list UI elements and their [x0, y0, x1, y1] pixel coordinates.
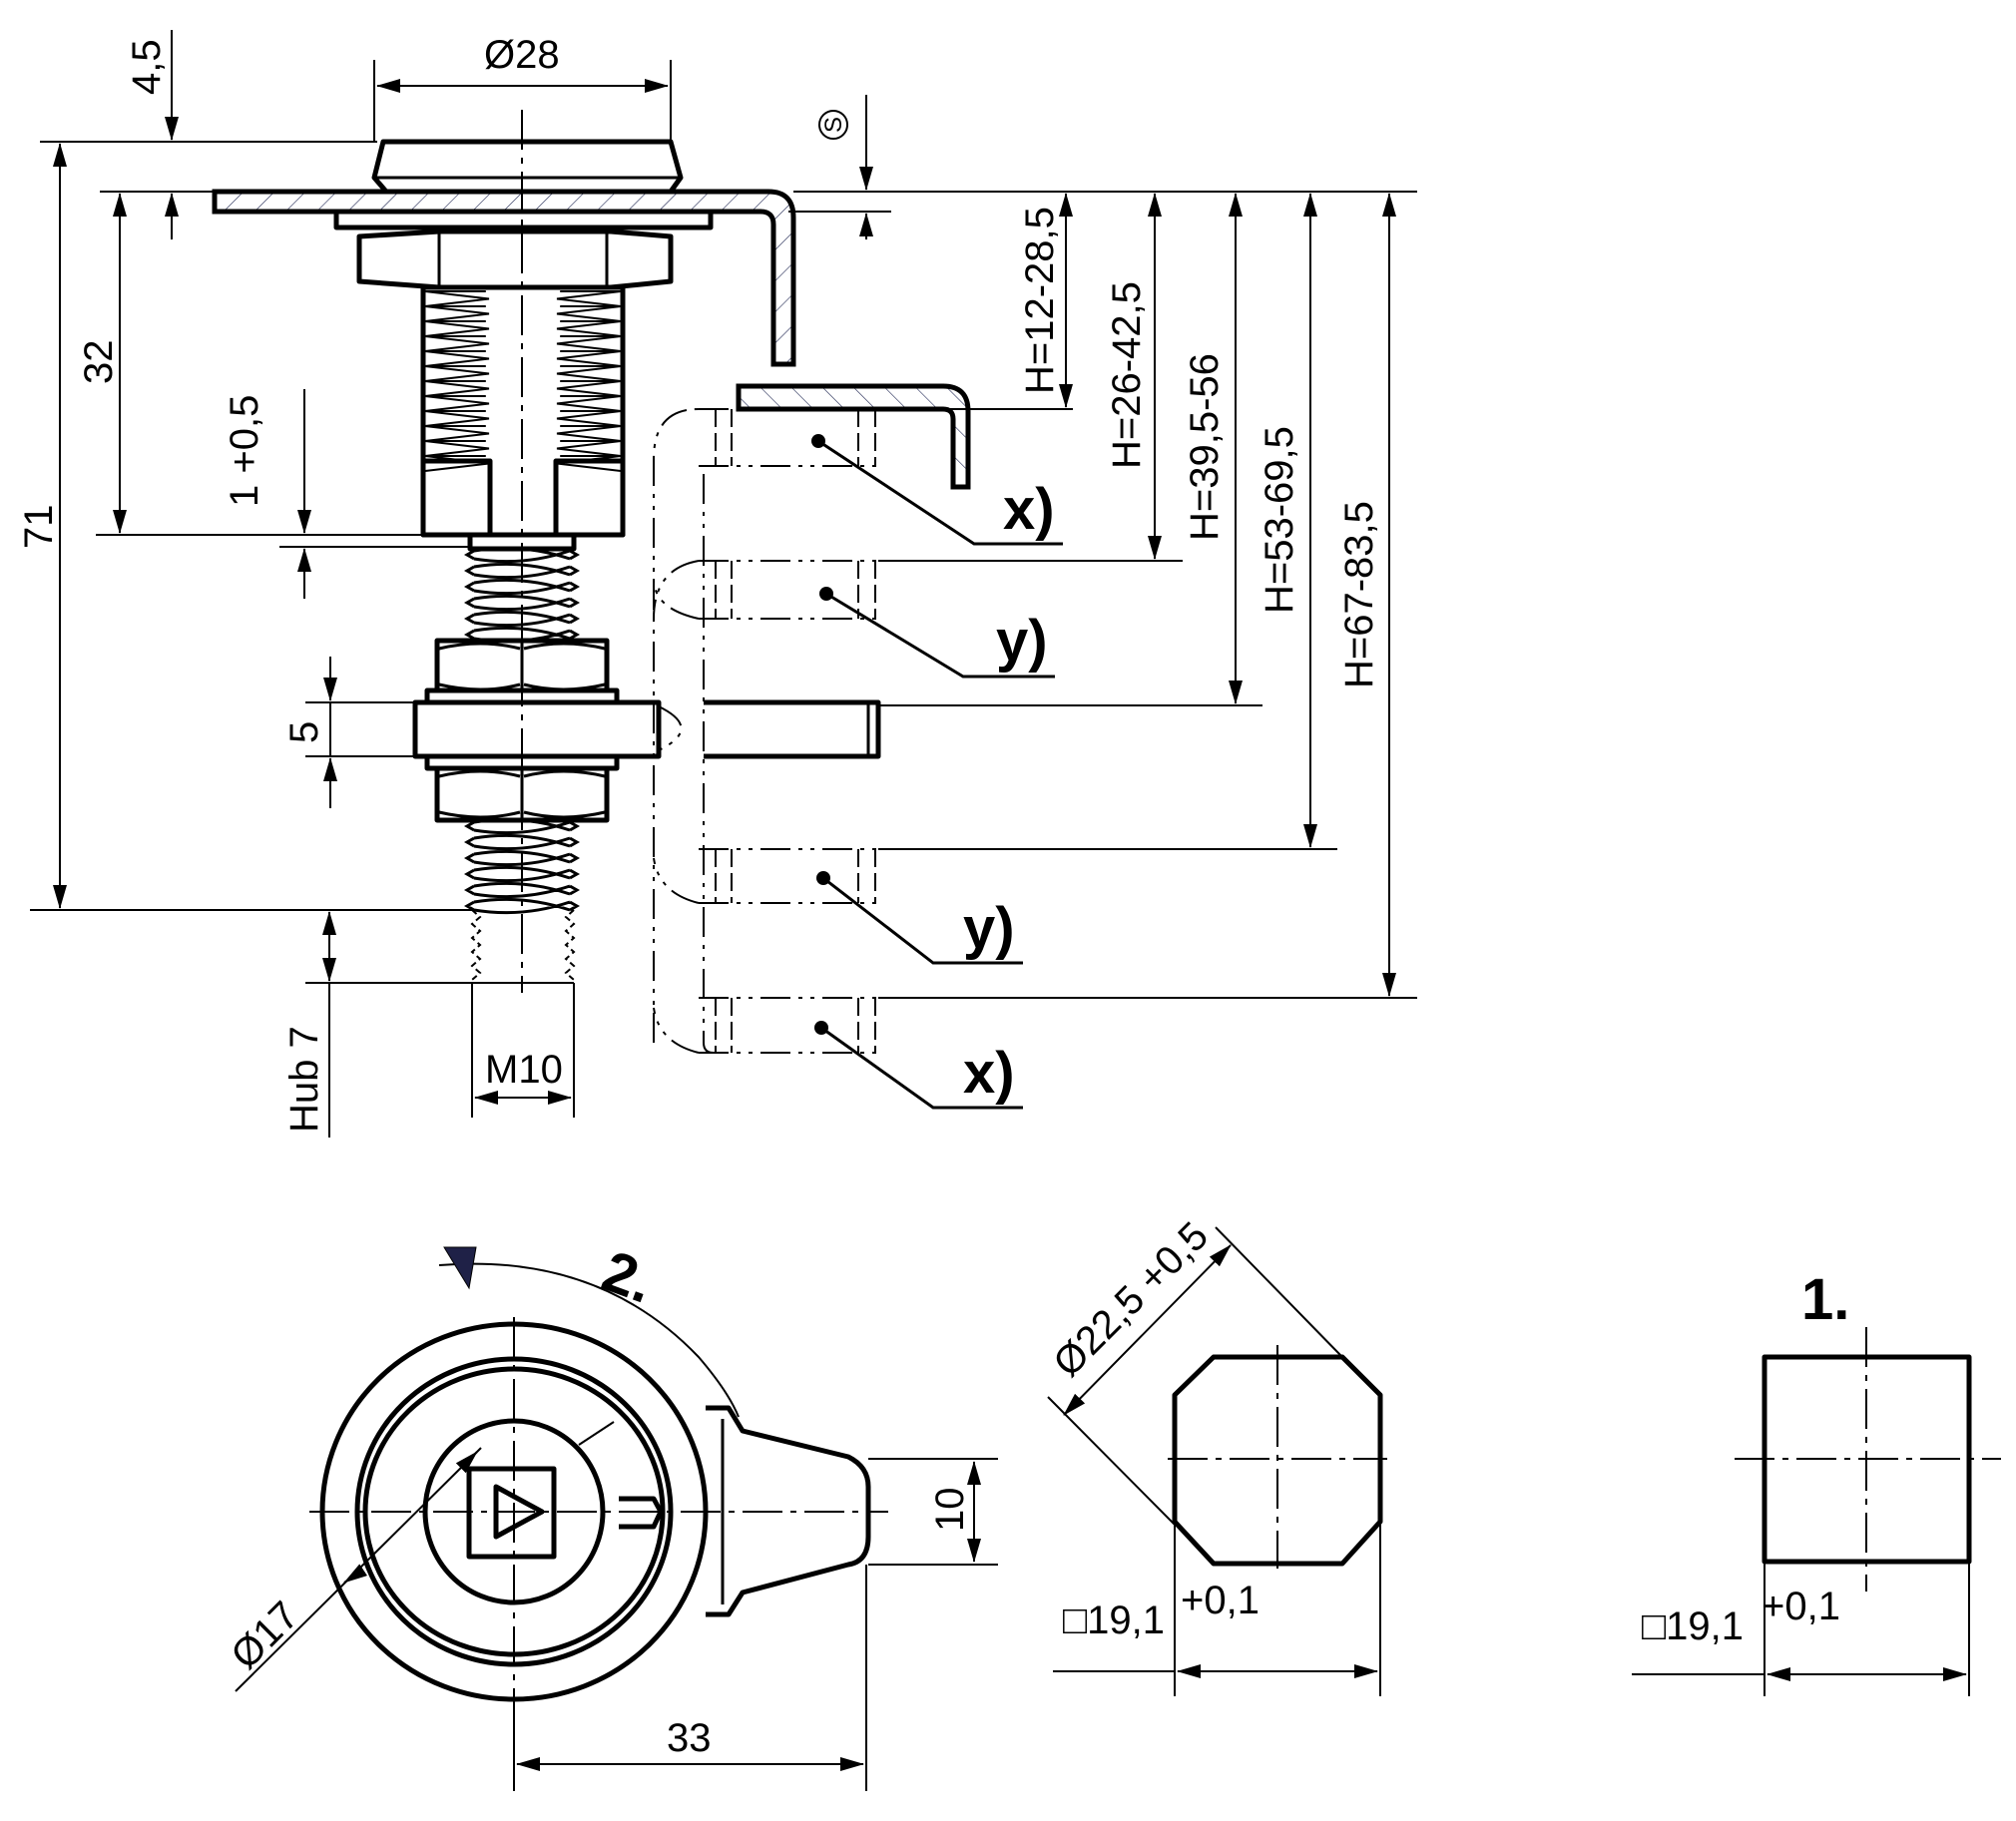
dim-overall-length: 71	[17, 143, 472, 911]
dim-thread: M10	[471, 983, 575, 1118]
dim-diagonal: Ø22,5 +0,5	[1045, 1214, 1343, 1526]
svg-text:33: 33	[667, 1716, 712, 1760]
callout-label: x)	[963, 1041, 1015, 1106]
callout-x-upper: x)	[811, 434, 1063, 546]
square-view: 1. □19,1 +0,1	[1632, 1267, 2001, 1696]
rotation-arrow-icon	[438, 1246, 740, 1418]
dim-square: □19,1 +0,1	[1632, 1562, 1970, 1696]
dim-gap: 1 +0,5	[223, 389, 470, 599]
phantom-cam-positions	[653, 408, 878, 1054]
callout-y-lower: y)	[816, 871, 1023, 965]
dim-head-diameter: Ø28	[373, 33, 672, 142]
thread-line	[556, 290, 622, 472]
svg-text:H=53-69,5: H=53-69,5	[1258, 426, 1301, 614]
svg-text:□19,1: □19,1	[1063, 1598, 1165, 1642]
callout-label: y)	[996, 609, 1048, 674]
front-view: 2. Ø17 10	[223, 1238, 998, 1791]
dim-cutout-square: □19,1 +0,1	[1053, 1522, 1381, 1696]
triangle-icon	[493, 1484, 545, 1540]
svg-text:4,5: 4,5	[125, 39, 169, 95]
hex-nut-lower	[434, 765, 610, 823]
svg-text:10: 10	[928, 1488, 972, 1533]
step-label-2: 2.	[595, 1238, 663, 1316]
svg-text:Ø28: Ø28	[484, 33, 560, 77]
svg-text:+0,1: +0,1	[1181, 1579, 1260, 1622]
svg-text:1 +0,5: 1 +0,5	[223, 395, 266, 507]
dim-sheet-thickness: S	[788, 95, 891, 239]
panel-sheet	[212, 189, 796, 367]
callout-y-upper: y)	[819, 587, 1055, 679]
svg-text:71: 71	[17, 505, 61, 550]
svg-text:Hub 7: Hub 7	[282, 1026, 326, 1133]
cutout-view: Ø22,5 +0,5 □19,1 +0,1	[1045, 1214, 1387, 1696]
svg-text:+0,1: +0,1	[1762, 1585, 1840, 1628]
svg-text:M10: M10	[485, 1048, 563, 1092]
key-square	[466, 1466, 557, 1560]
svg-text:H=67-83,5: H=67-83,5	[1337, 501, 1381, 688]
thread-line	[424, 290, 490, 472]
outer-flange	[319, 1321, 709, 1702]
handle-wing	[706, 1405, 871, 1617]
washer	[333, 209, 714, 230]
callout-label: x)	[1003, 477, 1055, 542]
cutout-outline	[1172, 1354, 1383, 1567]
lock-head	[371, 139, 684, 194]
strike-bracket	[736, 383, 971, 490]
dim-height-ranges: H=12-28,5 H=26-42,5 H=39,5-56 H=53-69,5 …	[878, 193, 1417, 999]
step-label-1: 1.	[1801, 1267, 1849, 1332]
side-view: x) y) y) x) Ø28	[17, 30, 1417, 1138]
svg-text:Ø17: Ø17	[223, 1593, 307, 1678]
svg-text:32: 32	[77, 340, 121, 385]
hex-nut-large	[356, 228, 674, 290]
hex-nut-upper	[434, 638, 610, 693]
dim-cam-width: 10	[868, 1458, 998, 1566]
svg-text:□19,1: □19,1	[1642, 1604, 1744, 1648]
cam-bar	[704, 699, 881, 759]
thread-line	[463, 817, 581, 915]
spindle-thread-lower	[463, 817, 581, 915]
dim-cam-length: 33	[513, 1565, 867, 1791]
svg-text:H=39,5-56: H=39,5-56	[1183, 353, 1227, 541]
key-cylinder	[422, 1418, 606, 1605]
dim-cam-thickness: 5	[282, 657, 415, 808]
svg-text:S: S	[820, 117, 847, 133]
svg-text:H=26-42,5: H=26-42,5	[1105, 281, 1149, 469]
dim-stroke: Hub 7	[282, 911, 574, 1138]
cam-lever	[412, 699, 662, 759]
dim-body-length: 32	[77, 193, 423, 536]
svg-text:Ø22,5 +0,5: Ø22,5 +0,5	[1045, 1214, 1217, 1386]
threaded-body	[420, 284, 626, 538]
dim-head-height: 4,5	[40, 30, 377, 239]
callout-x-lower: x)	[814, 1021, 1023, 1110]
svg-text:5: 5	[282, 721, 326, 743]
callout-label: y)	[963, 896, 1015, 961]
svg-text:H=12-28,5: H=12-28,5	[1018, 207, 1062, 394]
